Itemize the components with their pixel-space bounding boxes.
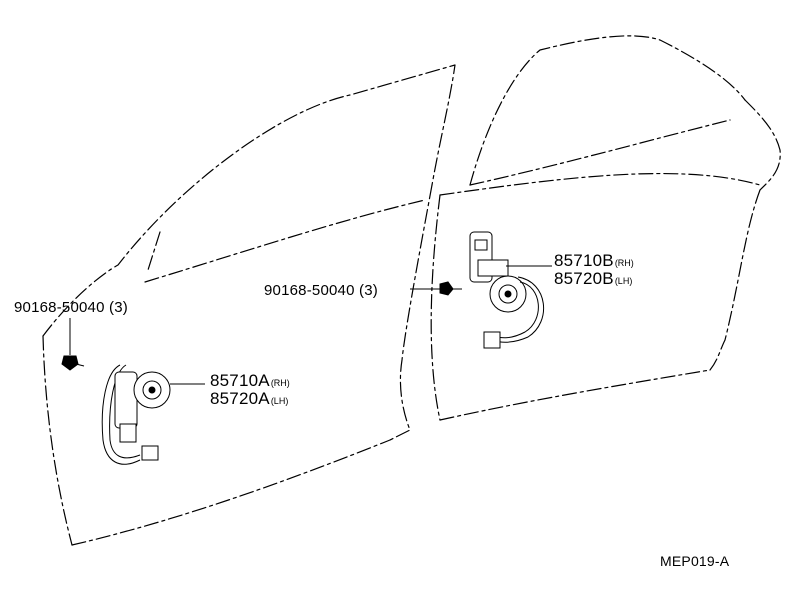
bolt-rear-qty: (3)	[359, 282, 378, 299]
front-door-outline	[42, 64, 456, 546]
bolt-front-part-no: 90168-50040	[14, 299, 105, 316]
motor-front-rh-part-no: 85710A	[210, 371, 270, 390]
motor-front-lh-part-no: 85720A	[210, 389, 270, 408]
motor-rear-lh-side: (LH)	[614, 276, 633, 286]
rear-door-outline	[430, 35, 781, 421]
motor-rear-lh-part-no: 85720B	[554, 269, 614, 288]
motor-front-lh-label: 85720A(LH)	[210, 390, 288, 410]
bolt-rear-part-no: 90168-50040	[264, 282, 355, 299]
rear-window-motor	[469, 231, 552, 349]
figure-code: MEP019-A	[660, 553, 730, 569]
motor-front-lh-side: (LH)	[270, 396, 289, 406]
motor-rear-lh-label: 85720B(LH)	[554, 270, 632, 290]
motor-rear-rh-part-no: 85710B	[554, 251, 614, 270]
front-window-motor	[101, 364, 205, 465]
motor-rear-rh-label: 85710B(RH)	[554, 252, 634, 272]
bolt-rear-label: 90168-50040 (3)	[264, 283, 378, 299]
motor-front-rh-side: (RH)	[270, 378, 290, 388]
motor-front-rh-label: 85710A(RH)	[210, 372, 290, 392]
rear-bolt	[410, 281, 462, 296]
bolt-front-qty: (3)	[109, 299, 128, 316]
motor-rear-rh-side: (RH)	[614, 258, 634, 268]
bolt-front-label: 90168-50040 (3)	[14, 300, 128, 316]
front-bolt	[61, 318, 85, 371]
